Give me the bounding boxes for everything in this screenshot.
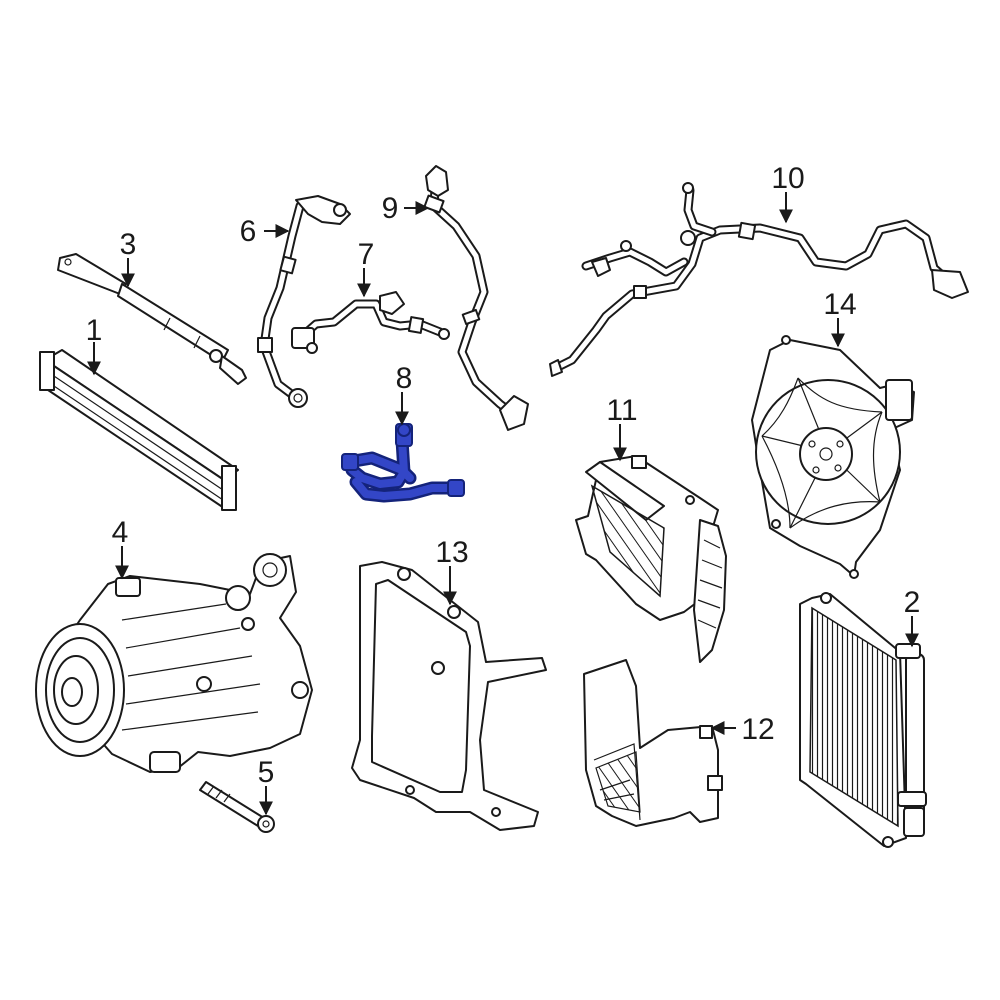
part-13-support-bracket[interactable]: [351, 561, 547, 831]
part-7-ac-line[interactable]: [291, 291, 450, 354]
callout-4: 4: [112, 516, 129, 549]
callout-7: 7: [358, 238, 375, 271]
part-9-ac-line[interactable]: [423, 165, 529, 431]
callout-13: 13: [435, 536, 468, 569]
part-3-receiver-drier[interactable]: [57, 253, 247, 385]
part-8-ac-line-highlighted[interactable]: [341, 423, 465, 503]
callout-3: 3: [120, 228, 137, 261]
part-2-condenser[interactable]: [799, 592, 927, 848]
callout-14: 14: [823, 288, 856, 321]
callout-8: 8: [396, 362, 413, 395]
callout-12: 12: [741, 713, 774, 746]
callout-5: 5: [258, 756, 275, 789]
part-10-ac-line[interactable]: [549, 182, 969, 377]
callout-1: 1: [86, 314, 103, 347]
callout-9: 9: [382, 192, 399, 225]
part-1-transmission-cooler[interactable]: [39, 349, 239, 511]
callout-11: 11: [606, 394, 637, 427]
part-12-lower-duct[interactable]: [583, 659, 723, 827]
callout-2: 2: [904, 586, 921, 619]
part-14-fan-assembly[interactable]: [751, 335, 915, 579]
callout-10: 10: [771, 162, 804, 195]
part-5-bolt[interactable]: [199, 781, 275, 833]
part-11-air-duct[interactable]: [575, 455, 727, 663]
part-6-ac-line[interactable]: [257, 195, 351, 408]
callout-labels: 1 2 3 4 5 6 7 8 9 10 11 12 13 14: [86, 162, 921, 789]
callout-leaders: [87, 192, 919, 816]
callout-6: 6: [240, 215, 257, 248]
part-4-compressor[interactable]: [35, 553, 313, 773]
